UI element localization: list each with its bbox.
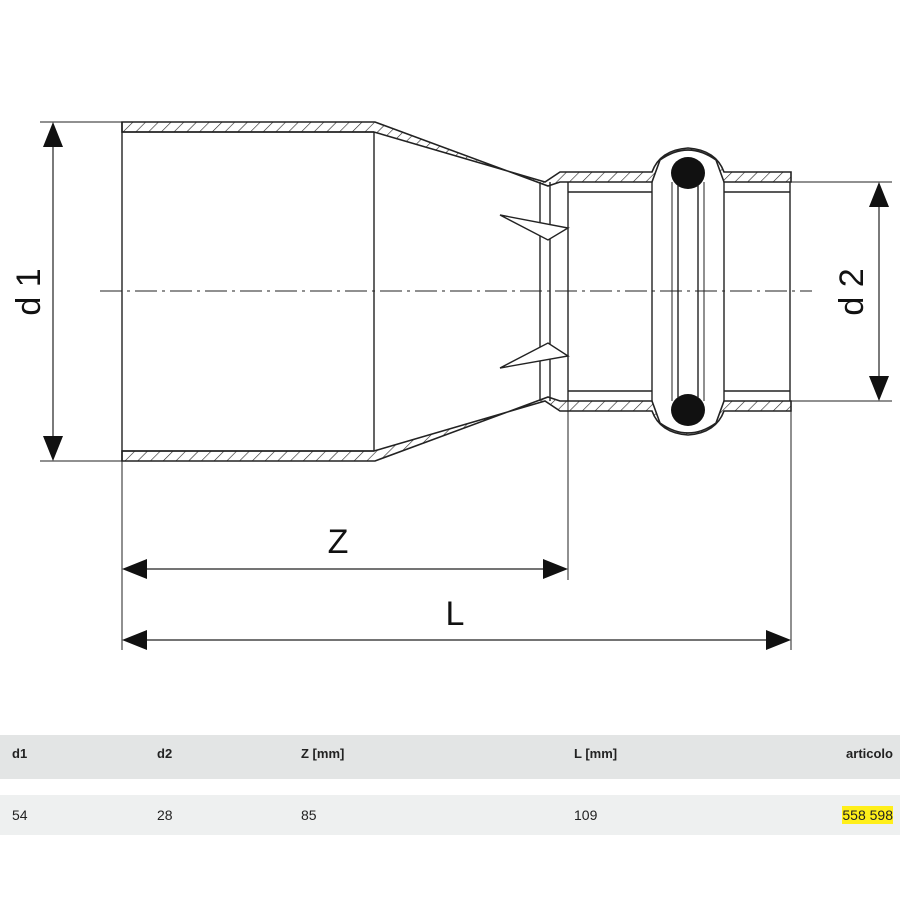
cell-articolo[interactable]: 558 598 <box>842 806 893 824</box>
fitting-wall-top <box>121 121 792 187</box>
fitting-technical-drawing: d 1 d 2 Z L <box>10 121 892 650</box>
cell-d2: 28 <box>157 807 173 823</box>
fitting-wall-bottom <box>121 396 792 462</box>
header-z: Z [mm] <box>301 746 345 761</box>
dimension-z: Z <box>122 523 568 579</box>
dimension-d1: d 1 <box>10 122 63 461</box>
table-header-row: d1 d2 Z [mm] L [mm] articolo <box>0 735 900 779</box>
dimension-l: L <box>122 595 791 650</box>
article-number-highlight[interactable]: 558 598 <box>842 806 893 824</box>
l-label: L <box>446 595 465 633</box>
header-articolo: articolo <box>846 746 893 761</box>
extension-lines <box>40 121 892 650</box>
d1-label: d 1 <box>10 268 48 315</box>
d2-label: d 2 <box>833 268 871 315</box>
header-l: L [mm] <box>574 746 618 761</box>
stop-tabs <box>499 214 570 369</box>
z-label: Z <box>328 523 349 561</box>
cell-z: 85 <box>301 807 317 823</box>
header-d2: d2 <box>157 746 173 761</box>
cell-d1: 54 <box>12 807 28 823</box>
cell-l: 109 <box>574 807 598 823</box>
table-row: 54 28 85 109 558 598 <box>0 795 900 835</box>
specs-table: d1 d2 Z [mm] L [mm] articolo 54 28 85 10… <box>0 735 900 835</box>
header-d1: d1 <box>12 746 28 761</box>
dimension-d2: d 2 <box>833 182 889 401</box>
